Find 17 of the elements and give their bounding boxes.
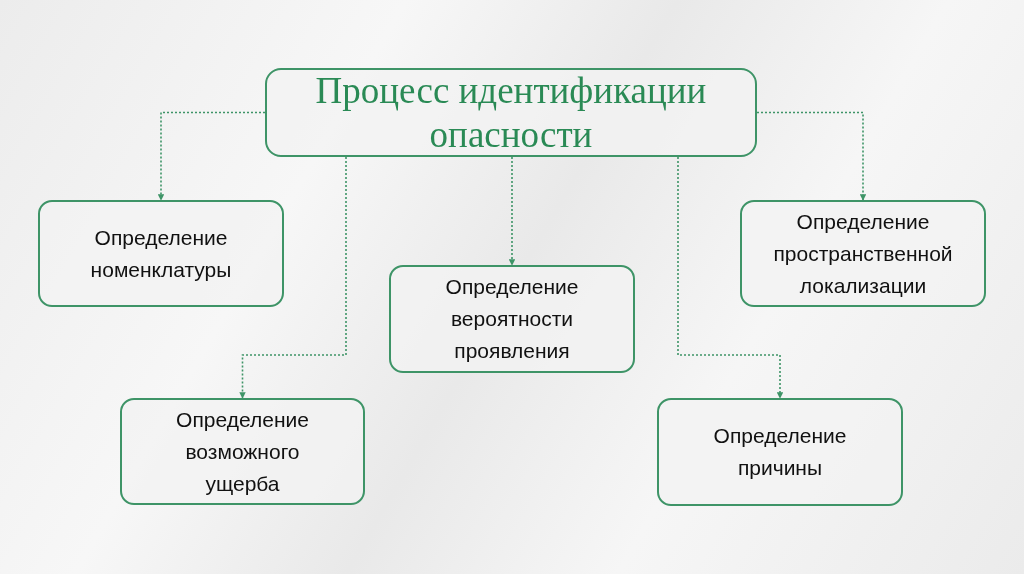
box-text: Определение номенклатуры [89,224,233,283]
title-text: Процесс идентификации опасности [314,68,708,157]
arrow [157,111,266,201]
process-box [120,398,365,505]
box-text: Определение пространственной локализации [772,208,954,299]
process-box [389,265,635,373]
box-text: Определение причины [712,423,848,481]
arrow [239,156,347,399]
arrow [508,156,516,266]
process-box [38,200,284,307]
process-box [657,398,903,506]
box-text: Определение возможного ущерба [175,406,310,497]
process-box [740,200,986,307]
box-text: Определение вероятности проявления [444,274,580,364]
arrow [677,156,784,399]
arrow [756,111,867,201]
title-box [265,68,757,157]
